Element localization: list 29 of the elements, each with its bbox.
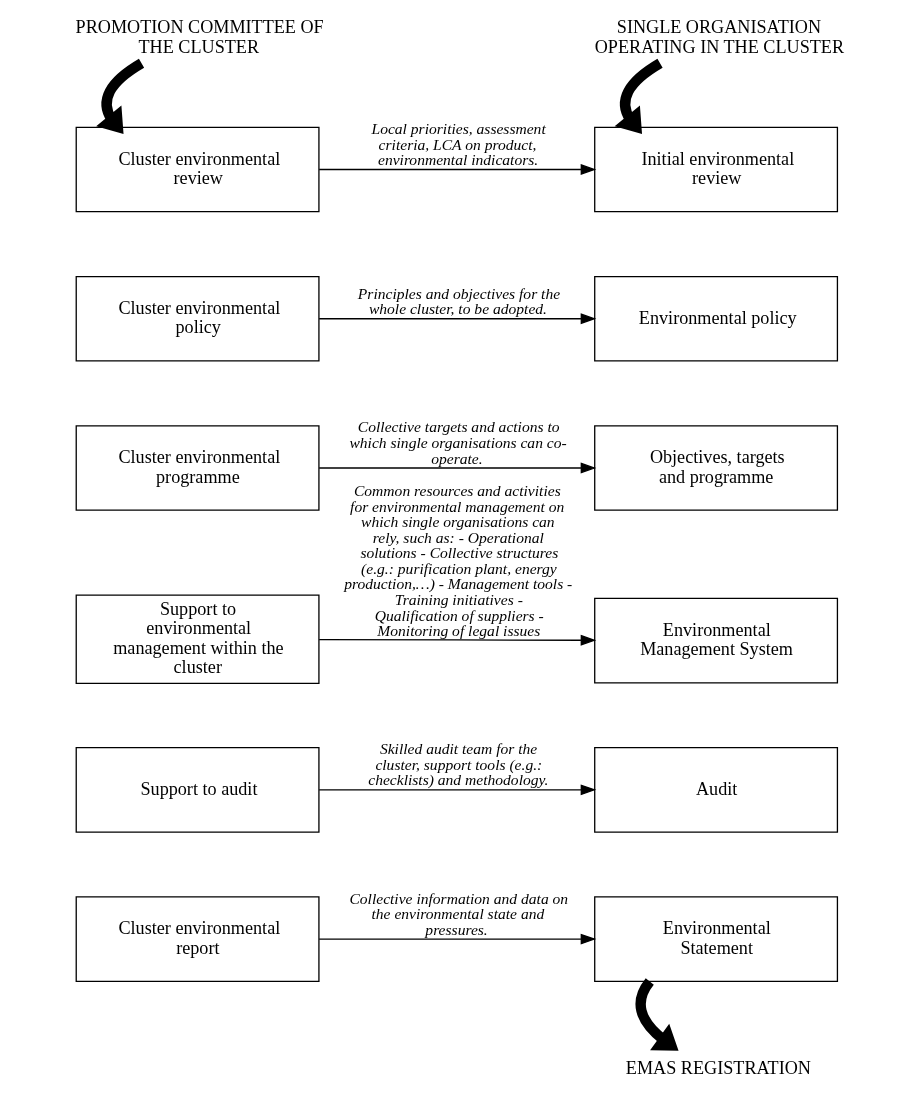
edge-label: Skilled audit team for the cluster, support tools (e.g.: checklists) and methodology.	[368, 740, 549, 789]
edge-label: Principles and objectives for the whole cluster, to be adopted.	[357, 284, 561, 318]
arrow	[318, 462, 597, 474]
arrow	[318, 164, 597, 175]
node-text: SINGLE ORGANISATION OPERATING IN THE CLUSTER	[594, 17, 845, 57]
node-box: Environmental Management System	[594, 597, 839, 684]
node-text: EMAS REGISTRATION	[625, 1057, 811, 1078]
edge-label: Local priorities, assessment criteria, LCA on product, environmental indicators.	[371, 119, 546, 169]
node-box: Objectives, targets and programme	[594, 425, 839, 511]
node-box: Support to audit	[75, 747, 320, 833]
node-box: Cluster environmental review	[75, 126, 320, 213]
arrow	[318, 313, 597, 325]
node-box: Cluster environmental policy	[75, 275, 320, 362]
node-box: Support to environmental management within the cluster	[75, 594, 320, 685]
arrow	[318, 784, 597, 796]
arrow	[318, 634, 597, 646]
node-box: Cluster environmental report	[75, 896, 320, 982]
node-box: Initial environmental review	[594, 126, 839, 213]
node-box: Cluster environmental programme	[75, 425, 320, 511]
arrow	[614, 58, 663, 134]
arrow	[96, 58, 145, 134]
node-box: Audit	[594, 747, 839, 833]
node-box: Environmental policy	[594, 275, 839, 362]
arrow	[318, 933, 597, 945]
node-box: Environmental Statement	[594, 896, 839, 982]
edge-label: Collective information and data on the environmental state and pressures.	[349, 889, 569, 938]
node-text: PROMOTION COMMITTEE OF THE CLUSTER	[75, 17, 324, 57]
edge-label: Collective targets and actions to which single organisations can co-operate.	[349, 418, 567, 467]
edge-label: Common resources and activities for environmental management on which single organisations can rely, such as: - Operational solutions - Collective structures (e.g.: purification plant, energy production,…) - Management tools - Training initiatives - Qualification of suppliers - Monitoring of legal issues	[344, 482, 573, 640]
